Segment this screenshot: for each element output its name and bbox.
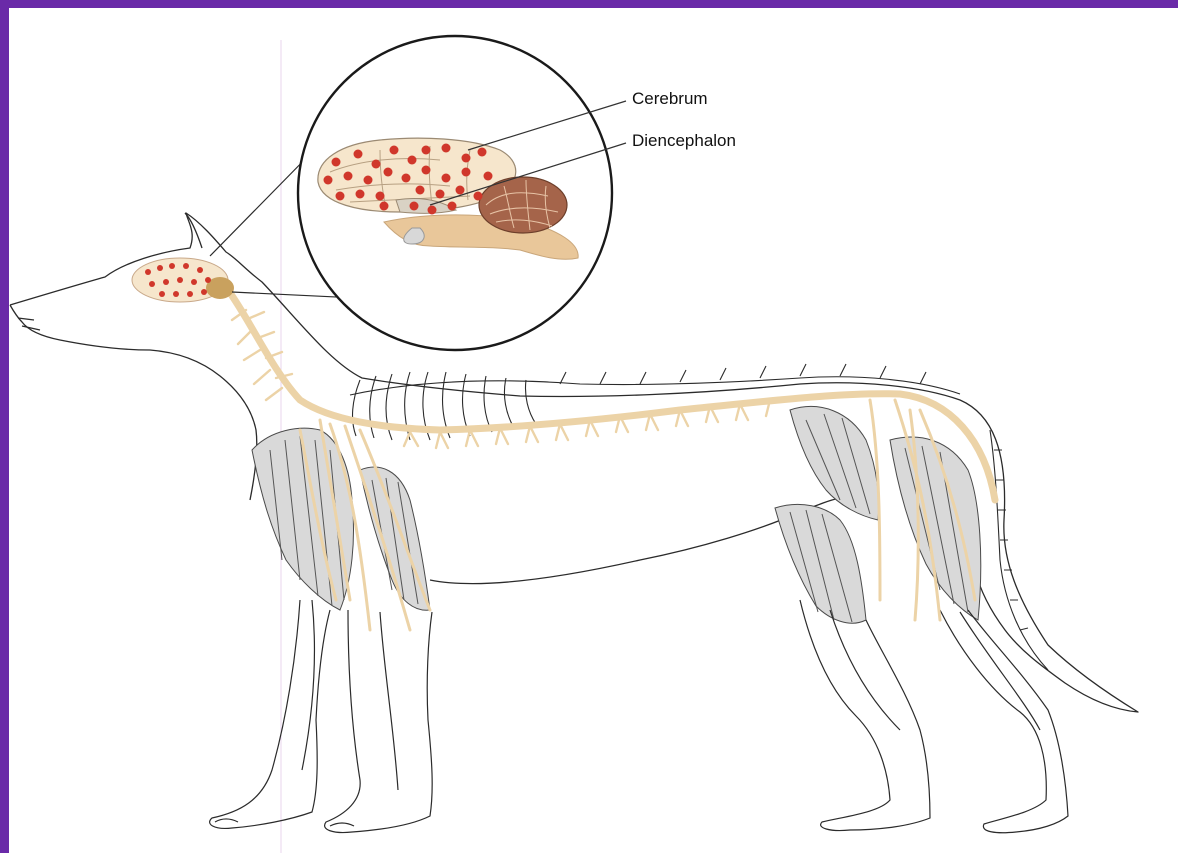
front-legs-skeleton <box>210 600 433 833</box>
head-brain <box>132 258 234 302</box>
muscle-groups <box>252 407 981 624</box>
diencephalon-label: Diencephalon <box>632 131 736 151</box>
magnified-brain-inset <box>298 36 612 350</box>
cerebrum-label: Cerebrum <box>632 89 708 109</box>
hind-legs-skeleton <box>800 600 1068 833</box>
